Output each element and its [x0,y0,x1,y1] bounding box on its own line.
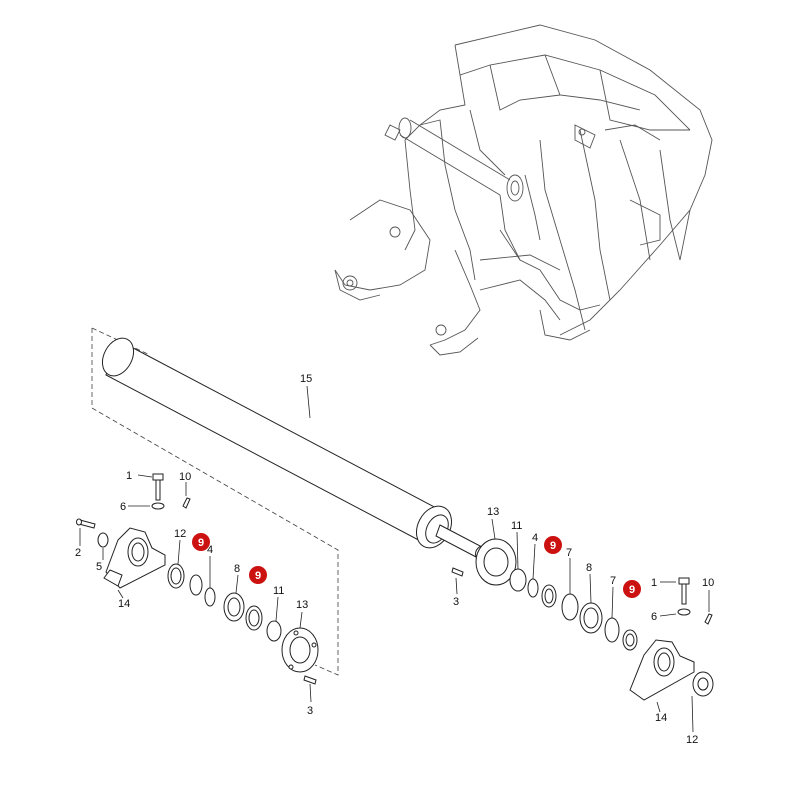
callout-6-right: 6 [651,611,657,623]
callout-1-left: 1 [126,470,132,482]
callout-12-left: 12 [174,528,186,540]
roller-tube [101,337,486,559]
callout-4-right: 4 [532,532,538,544]
svg-text:9: 9 [255,570,261,582]
callout-2: 2 [75,547,81,559]
callout-10-right: 10 [702,577,714,589]
leader-lines [79,385,710,733]
right-bearing-assembly [451,538,714,701]
callout-1-right: 1 [651,577,657,589]
callout-13-right: 13 [487,506,499,518]
callout-12-right: 12 [686,734,698,746]
callout-5: 5 [96,561,102,573]
left-bearing-assembly [76,473,319,685]
callout-9-highlight-3: 9 [544,536,562,554]
svg-text:9: 9 [198,537,204,549]
svg-text:9: 9 [550,540,556,552]
callout-4-left: 4 [207,544,213,556]
callout-10-left: 10 [179,471,191,483]
machine-frame [334,24,713,356]
callout-15: 15 [300,373,312,385]
callout-9-highlight-2: 9 [249,566,267,584]
callout-11-right: 11 [511,520,522,532]
callout-7-right-1: 7 [566,547,572,559]
callout-3-right: 3 [453,596,459,608]
callout-7-right-2: 7 [610,575,616,587]
assembly-boundary [91,327,339,676]
callout-9-highlight-1: 9 [192,533,210,551]
callout-8-right: 8 [586,562,592,574]
callout-14-right: 14 [655,712,667,724]
callout-8-left: 8 [234,563,240,575]
callout-13-left: 13 [296,599,308,611]
callout-14-left: 14 [118,598,130,610]
callout-11-left: 11 [273,585,284,597]
callout-9-highlight-4: 9 [623,580,641,598]
svg-text:9: 9 [629,584,635,596]
callout-6-left: 6 [120,501,126,513]
callout-3-left: 3 [307,705,313,717]
callout-labels: 15 1 10 6 2 5 14 12 9 4 8 9 11 13 3 13 1… [75,373,714,746]
